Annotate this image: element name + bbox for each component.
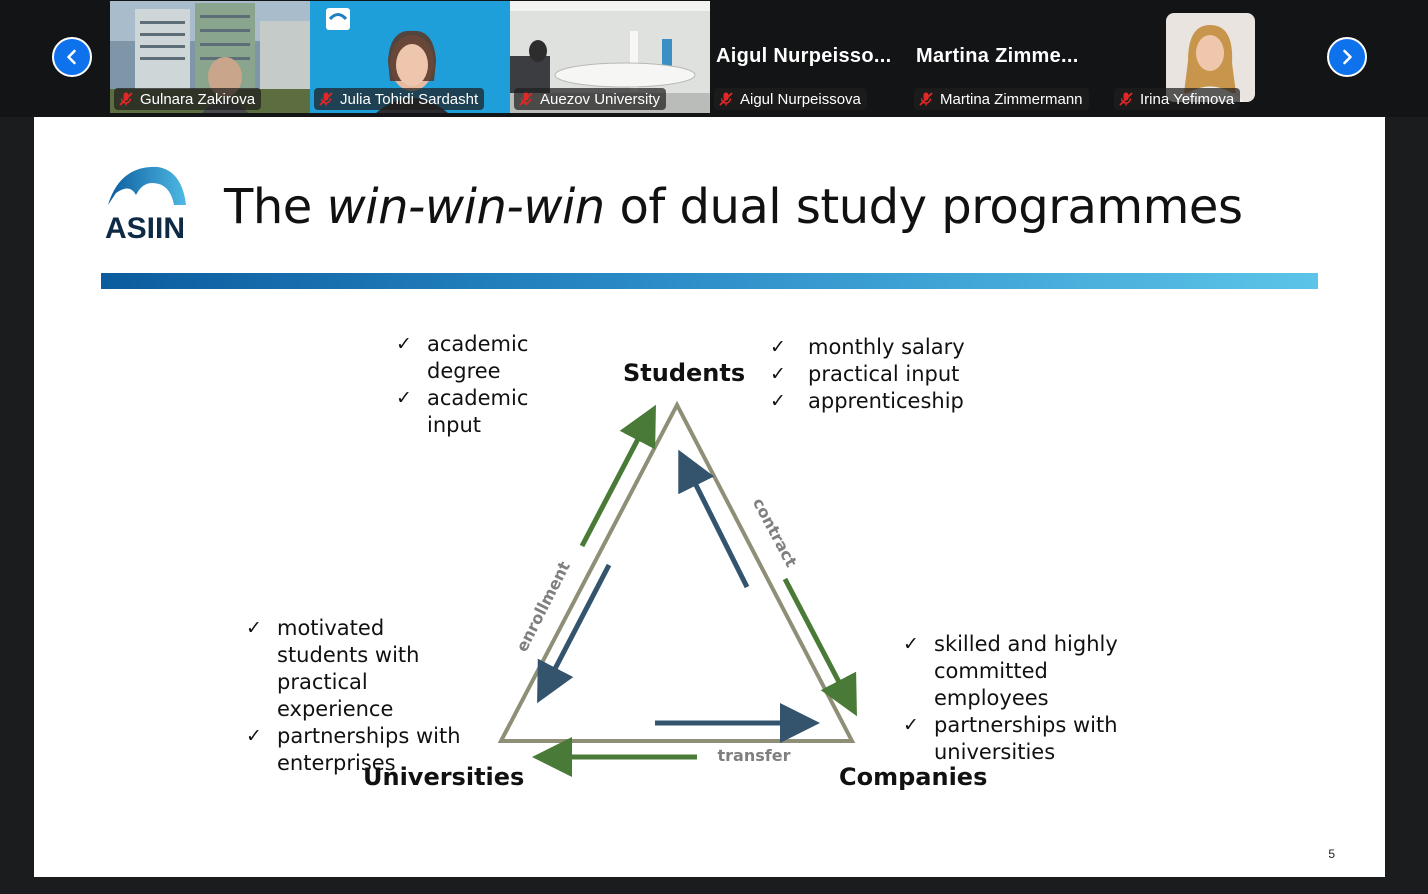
bullet-item: ✓motivated students with practical exper…	[246, 616, 420, 721]
video-tile-gulnara[interactable]: Gulnara Zakirova	[110, 1, 310, 113]
participant-name-tag: Julia Tohidi Sardasht	[314, 88, 485, 110]
checkmark-icon: ✓	[770, 390, 786, 412]
arrow-students-to-companies	[782, 577, 857, 717]
node-universities: Universities	[363, 763, 525, 791]
participant-name: Martina Zimmermann	[940, 90, 1083, 108]
previous-page-button[interactable]	[52, 37, 92, 77]
video-tile-auezov[interactable]: Auezov University	[510, 1, 710, 113]
participant-name-tag: Aigul Nurpeissova	[714, 88, 867, 110]
asiin-logo: ASIIN	[105, 166, 186, 243]
chevron-right-icon	[1343, 49, 1352, 65]
bullet-item: ✓academic degree	[396, 332, 529, 383]
logo-text: ASIIN	[105, 212, 185, 243]
video-tile-irina[interactable]: Irina Yefimova	[1110, 1, 1310, 113]
participant-display-name: Aigul Nurpeisso...	[716, 45, 892, 67]
bullet-item: ✓academic input	[396, 386, 529, 437]
muted-microphone-icon	[519, 92, 533, 106]
students-academic-benefits: ✓academic degree ✓academic input	[396, 331, 576, 439]
participant-name: Irina Yefimova	[1140, 90, 1235, 108]
bullet-item: ✓partnerships with enterprises	[246, 724, 461, 775]
slide-title: The win-win-win of dual study programmes	[224, 179, 1243, 235]
universities-benefits: ✓motivated students with practical exper…	[246, 615, 476, 777]
arrow-companies-to-students	[678, 449, 750, 589]
participant-display-name: Martina Zimme...	[916, 45, 1079, 67]
muted-microphone-icon	[919, 92, 933, 106]
checkmark-icon: ✓	[396, 333, 412, 355]
muted-microphone-icon	[319, 92, 333, 106]
video-tile-martina[interactable]: Martina Zimme... Martina Zimmermann	[910, 1, 1110, 113]
chevron-left-icon	[67, 49, 76, 65]
triangle-outline	[497, 400, 856, 743]
participant-name-tag: Auezov University	[514, 88, 667, 110]
muted-microphone-icon	[119, 92, 133, 106]
muted-microphone-icon	[719, 92, 733, 106]
checkmark-icon: ✓	[770, 336, 786, 358]
arrow-universities-to-students	[579, 404, 656, 548]
video-tile-julia[interactable]: Julia Tohidi Sardasht	[310, 1, 510, 113]
companies-benefits: ✓skilled and highly committed employees …	[903, 631, 1163, 766]
title-underline-bar	[101, 273, 1318, 289]
checkmark-icon: ✓	[396, 387, 412, 409]
participant-name: Auezov University	[540, 90, 661, 108]
next-page-button[interactable]	[1327, 37, 1367, 77]
checkmark-icon: ✓	[246, 725, 262, 747]
bullet-item: ✓apprenticeship	[770, 389, 964, 413]
muted-microphone-icon	[1119, 92, 1133, 106]
triangle-diagram: enrollment contract transfer	[497, 400, 857, 777]
checkmark-icon: ✓	[903, 714, 919, 736]
bullet-item: ✓monthly salary	[770, 335, 965, 359]
participant-name: Julia Tohidi Sardasht	[340, 90, 479, 108]
node-students: Students	[623, 359, 746, 387]
checkmark-icon: ✓	[246, 617, 262, 639]
participant-name: Gulnara Zakirova	[140, 90, 256, 108]
bullet-item: ✓skilled and highly committed employees	[903, 632, 1118, 710]
bullet-item: ✓practical input	[770, 362, 960, 386]
video-tile-aigul[interactable]: Aigul Nurpeisso... Aigul Nurpeissova	[710, 1, 910, 113]
participant-name-tag: Irina Yefimova	[1114, 88, 1241, 110]
participant-strip: Gulnara Zakirova Julia Tohidi Sardasht	[0, 0, 1428, 117]
checkmark-icon: ✓	[903, 633, 919, 655]
edge-label-transfer: transfer	[718, 746, 791, 765]
bullet-item: ✓partnerships with universities	[903, 713, 1118, 764]
meeting-toolbar	[0, 877, 1428, 894]
checkmark-icon: ✓	[770, 363, 786, 385]
avatar	[1166, 13, 1255, 102]
node-companies: Companies	[839, 763, 988, 791]
edge-label-enrollment: enrollment	[512, 558, 574, 655]
shared-slide: ASIIN The win-win-win of dual study prog…	[34, 117, 1385, 877]
participant-name-tag: Gulnara Zakirova	[114, 88, 262, 110]
arrow-students-to-universities	[537, 563, 612, 704]
students-company-benefits: ✓monthly salary ✓practical input ✓appren…	[770, 334, 990, 415]
participant-name: Aigul Nurpeissova	[740, 90, 861, 108]
participant-name-tag: Martina Zimmermann	[914, 88, 1089, 110]
slide-page-number: 5	[1328, 847, 1335, 861]
